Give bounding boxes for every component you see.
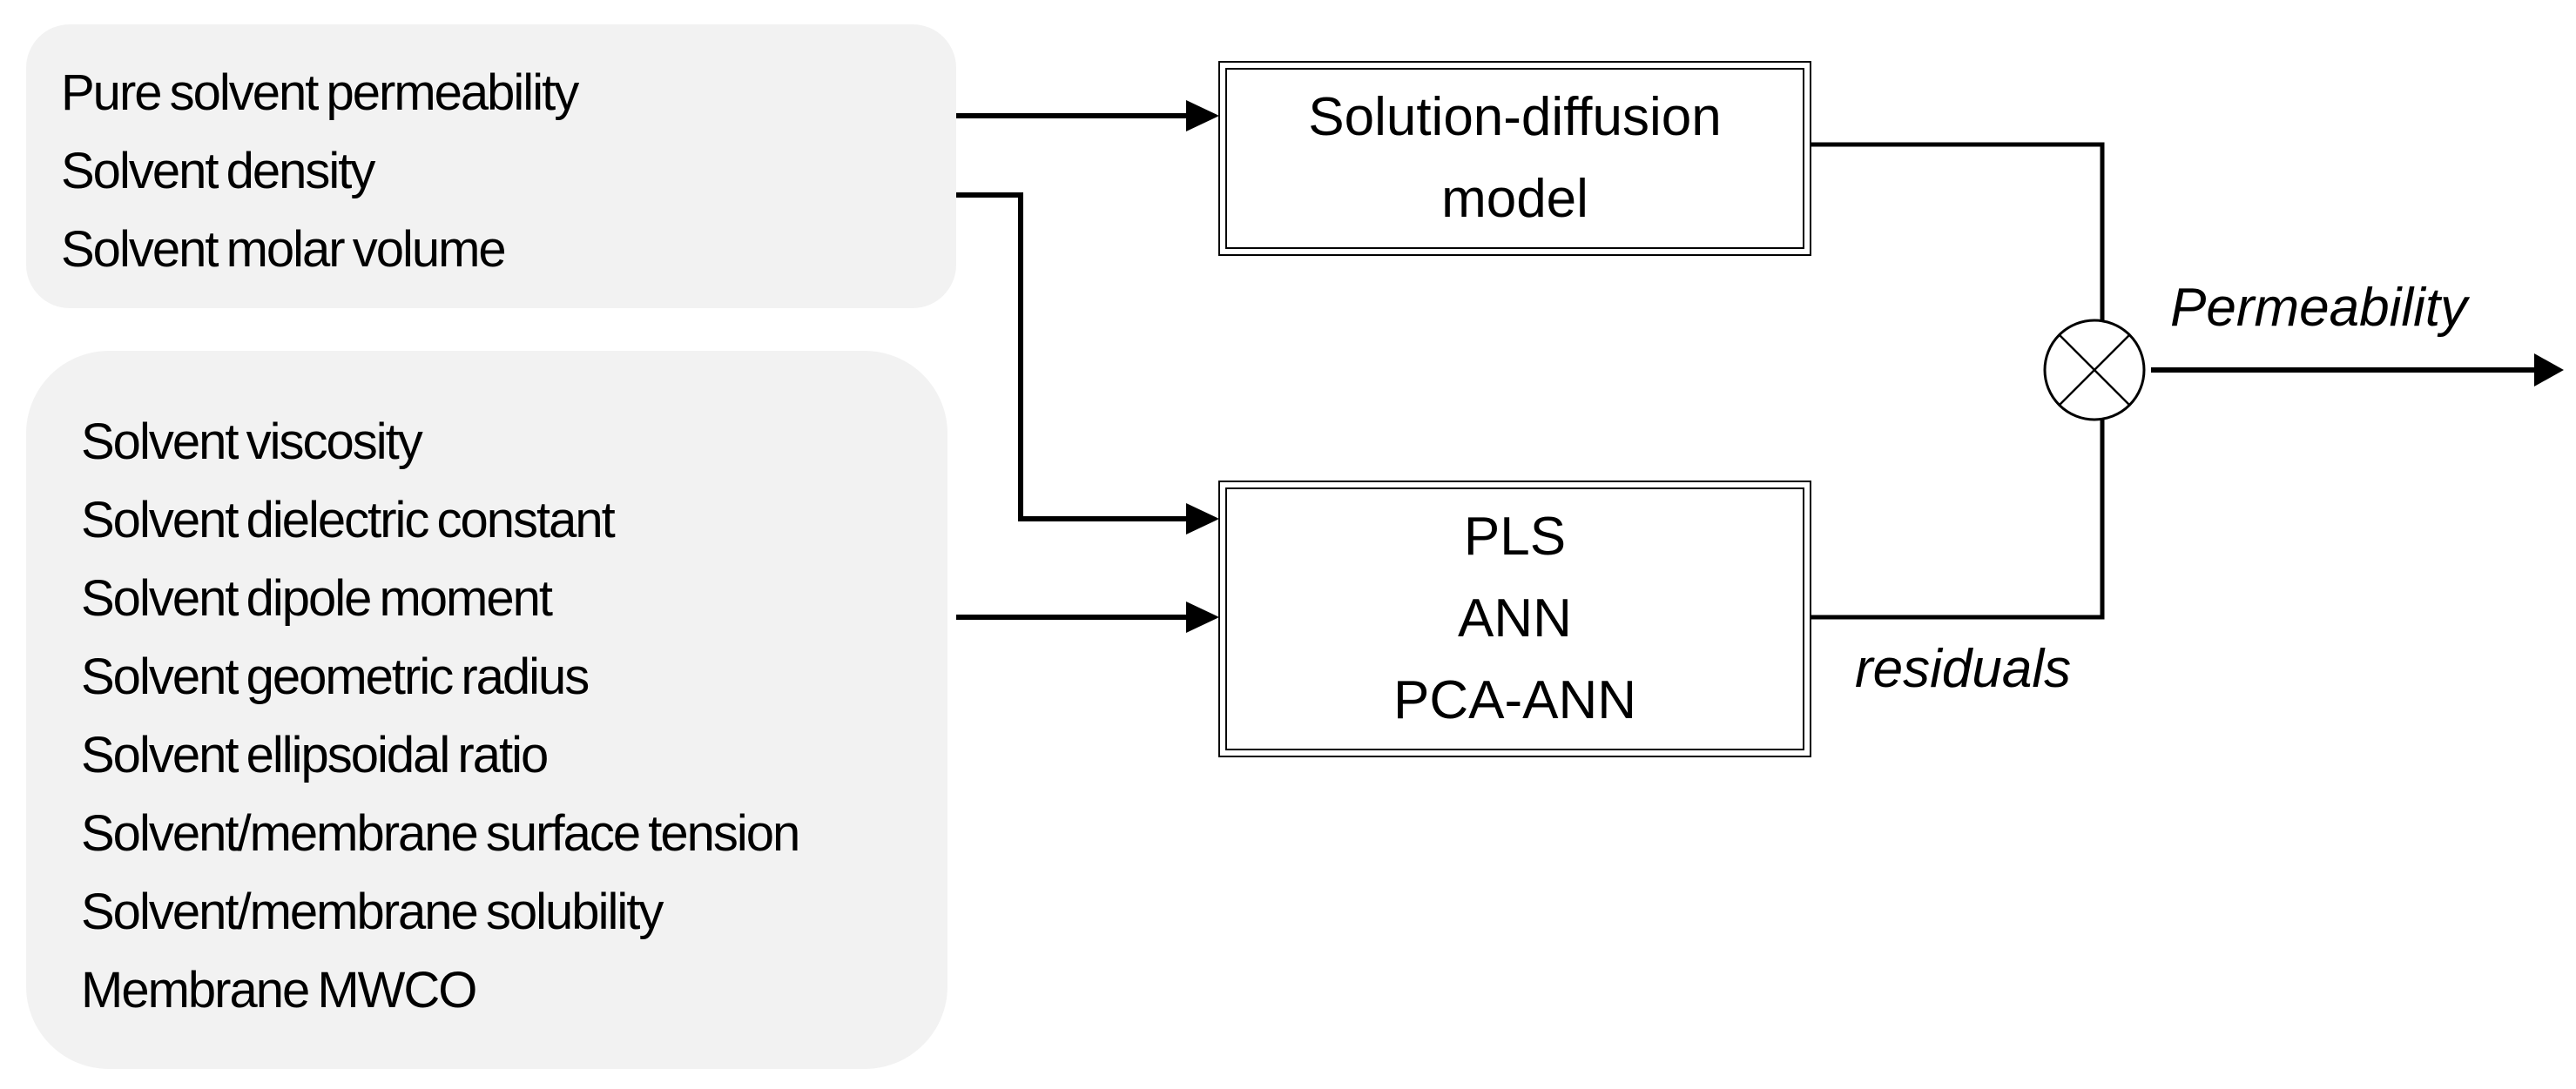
input-panel-top bbox=[26, 24, 956, 308]
input-item: Solvent/membrane surface tension bbox=[81, 805, 800, 862]
bottom-input-list: Solvent viscosity Solvent dielectric con… bbox=[81, 403, 800, 1030]
output-label: Permeability bbox=[2170, 278, 2468, 338]
input-panel-bottom bbox=[26, 351, 947, 1069]
model-box-line: ANN bbox=[1458, 588, 1572, 649]
model-box-line: model bbox=[1441, 169, 1588, 229]
input-item: Solvent viscosity bbox=[81, 413, 423, 470]
input-item: Solvent dipole moment bbox=[81, 570, 553, 627]
residuals-label: residuals bbox=[1855, 639, 2072, 699]
arrowhead-sd-model bbox=[1186, 100, 1219, 131]
input-item: Membrane MWCO bbox=[81, 962, 477, 1018]
input-item: Solvent geometric radius bbox=[81, 649, 590, 705]
data-driven-model-box: PLS ANN PCA-ANN bbox=[1218, 481, 1811, 757]
solution-diffusion-model-box: Solution-diffusion model bbox=[1218, 61, 1811, 256]
line-residuals-output bbox=[1811, 420, 2105, 620]
input-item: Solvent dielectric constant bbox=[81, 492, 616, 548]
input-item: Solvent molar volume bbox=[61, 221, 507, 278]
top-input-list: Pure solvent permeability Solvent densit… bbox=[61, 54, 579, 289]
arrow-top-to-ml-model bbox=[956, 192, 1186, 521]
model-box-line: PCA-ANN bbox=[1393, 670, 1637, 730]
arrowhead-ml-model-upper bbox=[1186, 503, 1219, 534]
input-item: Solvent ellipsoidal ratio bbox=[81, 727, 549, 783]
input-item: Pure solvent permeability bbox=[61, 64, 579, 121]
arrowhead-output bbox=[2534, 353, 2564, 387]
arrowhead-ml-model-lower bbox=[1186, 602, 1219, 633]
line-sd-output bbox=[1811, 142, 2105, 320]
model-box-line: PLS bbox=[1463, 507, 1567, 567]
input-item: Solvent/membrane solubility bbox=[81, 884, 664, 940]
input-item: Solvent density bbox=[61, 143, 375, 199]
model-box-line: Solution-diffusion bbox=[1308, 87, 1722, 147]
combiner-node bbox=[2043, 319, 2146, 421]
